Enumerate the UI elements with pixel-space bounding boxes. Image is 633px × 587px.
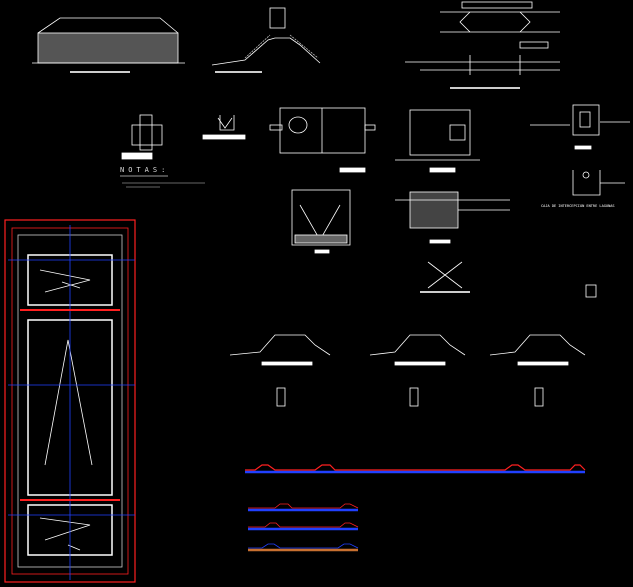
interception-box-caption: CAJA DE INTERCEPCION ENTRE LAGUNAS [541,204,615,208]
box-section [395,109,480,173]
anchor-detail [120,114,246,188]
cross-sections [229,334,586,407]
pipeline-profiles [245,464,586,552]
interception-box [530,104,630,196]
slope-section [211,7,321,73]
manhole-plan [269,107,376,173]
trench-section [291,189,351,254]
drainage-section [395,191,597,298]
embankment-section [32,17,185,73]
notes-title: NOTAS: [120,166,170,174]
channel-plan [405,1,560,89]
lagoon-plan [4,219,136,583]
